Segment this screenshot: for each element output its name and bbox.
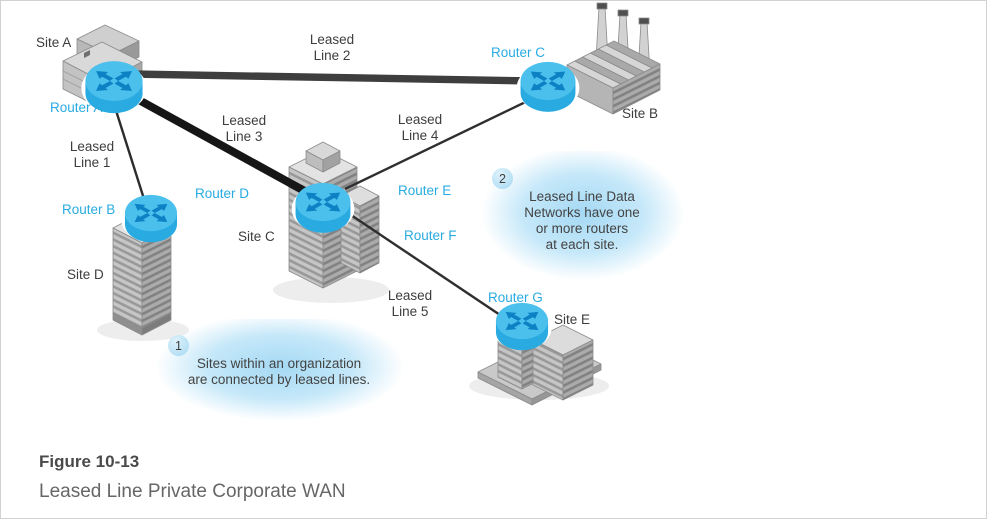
callout-1-line1: Sites within an organization	[196, 356, 362, 371]
site-a-label: Site A	[36, 35, 72, 50]
leased-line-3-connector	[117, 85, 321, 203]
callout-1-text: Sites within an organization are connect…	[159, 356, 399, 388]
leased-line-5-word1: Leased	[387, 288, 433, 303]
callout-1-line2: are connected by leased lines.	[187, 372, 371, 387]
callout-2-line4: at each site.	[545, 237, 619, 252]
callout-2-line2: Networks have one	[524, 205, 640, 220]
leased-line-1-word2: Line 1	[73, 155, 111, 170]
router-d-label: Router D	[195, 186, 250, 201]
leased-line-5-word2: Line 5	[391, 304, 429, 319]
leased-line-1-word1: Leased	[69, 139, 115, 154]
callout-1-number-badge: 1	[168, 335, 189, 356]
leased-line-4-word1: Leased	[397, 112, 443, 127]
router-b-icon	[121, 194, 181, 243]
site-e-building	[477, 317, 602, 406]
leased-line-2-connector	[130, 70, 537, 85]
leased-line-5-connector	[347, 212, 510, 322]
site-e-label: Site E	[554, 312, 591, 327]
router-g-icon	[492, 302, 552, 351]
router-g-label: Router G	[488, 290, 543, 305]
router-a-label: Router A	[50, 100, 103, 115]
router-b-label: Router B	[62, 202, 116, 217]
leased-line-3-word1: Leased	[221, 113, 267, 128]
leased-line-1-connector	[111, 100, 146, 200]
callout-2-number-badge: 2	[492, 168, 513, 189]
router-c-label: Router C	[491, 45, 546, 60]
site-b-label: Site B	[622, 106, 659, 121]
router-e-label: Router E	[398, 183, 452, 198]
site-c-label: Site C	[238, 229, 275, 244]
leased-line-1-label: Leased Line 1	[57, 139, 127, 171]
callout-2-line1: Leased Line Data	[529, 189, 635, 204]
leased-line-2-word1: Leased	[309, 32, 355, 47]
leased-line-4-connector	[344, 94, 539, 191]
leased-line-2-label: Leased Line 2	[297, 32, 367, 64]
leased-line-5-label: Leased Line 5	[375, 288, 445, 320]
leased-line-4-label: Leased Line 4	[385, 112, 455, 144]
site-d-label: Site D	[67, 267, 104, 282]
figure-caption-title: Leased Line Private Corporate WAN	[39, 481, 346, 502]
leased-line-4-word2: Line 4	[401, 128, 439, 143]
router-f-label: Router F	[404, 228, 457, 243]
leased-line-3-word2: Line 3	[225, 129, 263, 144]
figure-caption-label: Figure 10-13	[39, 452, 140, 471]
leased-line-3-label: Leased Line 3	[209, 113, 279, 145]
callout-2-line3: or more routers	[535, 221, 629, 236]
callout-2-text: Leased Line Data Networks have one or mo…	[499, 189, 665, 253]
site-b-building	[566, 2, 661, 115]
leased-line-2-word2: Line 2	[313, 48, 351, 63]
